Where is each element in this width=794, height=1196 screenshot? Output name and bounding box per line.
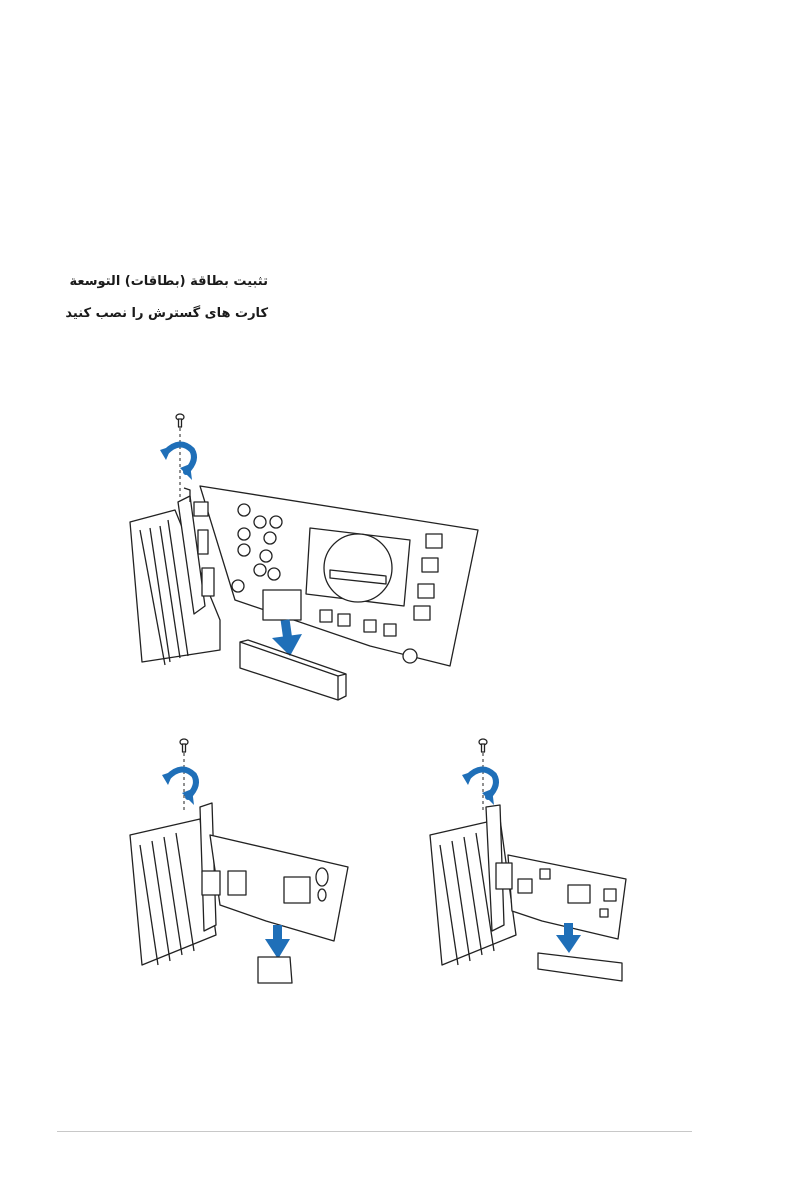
pci-card-install-figure bbox=[420, 735, 640, 995]
heading-persian: کارت های گسترش را نصب کنید bbox=[65, 306, 268, 321]
rotate-arrow-icon bbox=[162, 769, 196, 805]
footer-rule bbox=[57, 1131, 692, 1132]
rotate-arrow-icon bbox=[160, 444, 194, 480]
graphics-card-install-figure bbox=[120, 410, 500, 710]
screw-icon bbox=[176, 414, 184, 427]
x1-card-install-figure bbox=[120, 735, 360, 995]
heading-arabic: تثبيت بطاقة (بطاقات) التوسعة bbox=[69, 274, 268, 289]
screw-icon bbox=[180, 739, 188, 752]
down-arrow-icon bbox=[265, 925, 290, 959]
rotate-arrow-icon bbox=[462, 769, 496, 805]
screw-icon bbox=[479, 739, 487, 752]
